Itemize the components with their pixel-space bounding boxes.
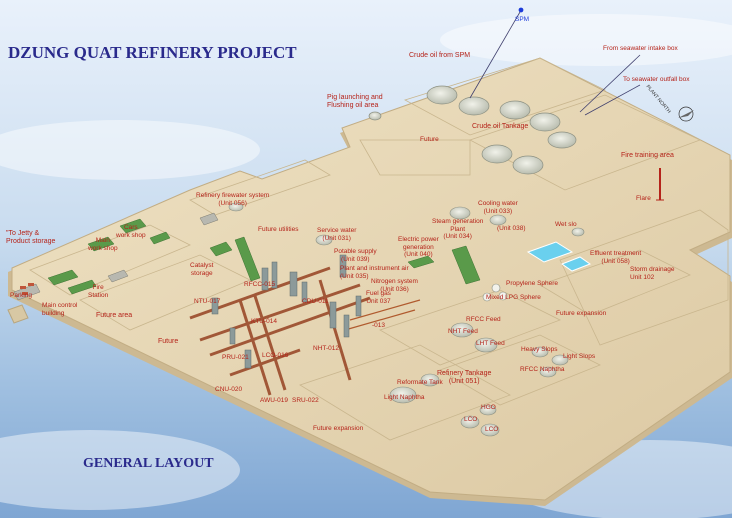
- label-lco-tank-2: LCO: [485, 426, 499, 433]
- spm-buoy: [518, 7, 524, 13]
- label-storm-drainage: Storm drainage Unit 102: [630, 266, 675, 281]
- label-seawater-outfall: To seawater outfall box: [623, 76, 690, 83]
- label-potable-supply: Potable supply (Unit 039): [334, 248, 377, 263]
- lpg-spheres: [482, 283, 508, 302]
- label-reformate-tank: Reformate Tank: [397, 379, 443, 386]
- label-future-area: Future area: [96, 312, 133, 319]
- label-future-south: Future: [158, 338, 179, 345]
- label-crude-tankage: Crude oil Tankage: [472, 123, 529, 130]
- label-wet-slop: Wet slo: [555, 221, 577, 228]
- label-awu-019: AWU-019: [260, 397, 288, 404]
- label-to-jetty: "To Jetty & Product storage: [6, 230, 56, 245]
- label-light-slops: Light Slops: [563, 353, 596, 360]
- label-main-control: Main control building: [42, 302, 78, 317]
- label-service-water: Service water (Unit 031): [317, 227, 357, 242]
- label-sru-022: SRU-022: [292, 397, 319, 404]
- label-refinery-firewater: Refinery firewater system (Unit 056): [196, 192, 270, 207]
- label-future-expansion-east: Future expansion: [556, 310, 607, 317]
- north-arrow-icon: [678, 106, 694, 122]
- label-rfcc-feed: RFCC Feed: [466, 316, 501, 323]
- label-plant-instrument-air: Plant and instrument air (Unit 035): [340, 265, 409, 280]
- label-main-workshop: Main work shop: [88, 237, 118, 252]
- label-rfcc-015: RFCC-015: [244, 281, 276, 288]
- label-electric-power: Electric power generation (Unit 040): [398, 236, 439, 258]
- label-nitrogen-system: Nitrogen system (Unit 036): [371, 278, 418, 293]
- label-nht-012: NHT-012: [313, 345, 340, 352]
- label-cnu-020: CNU-020: [215, 386, 243, 393]
- label-cars-workshop: Cars work shop: [116, 224, 146, 239]
- label-lco-016: LCO-016: [262, 352, 289, 359]
- flare-stack: [656, 168, 664, 201]
- label-fire-training: Fire training area: [621, 152, 674, 159]
- crude-oil-tanks: [368, 85, 577, 175]
- green-buildings: [47, 218, 481, 295]
- label-lco-tank: LCO: [464, 416, 478, 423]
- label-hgo: HGO: [481, 404, 496, 411]
- refinery-tanks: [228, 202, 585, 437]
- label-parking: Parking: [10, 292, 33, 299]
- label-heavy-slops: Heavy Slops: [521, 346, 558, 353]
- offshore-lines: [469, 11, 641, 116]
- label-fire-station: Fire Station: [88, 284, 109, 299]
- label-ktu-014: KTU-014: [251, 318, 278, 325]
- label-ntu-017: NTU-017: [194, 298, 221, 305]
- parking-area: [20, 283, 34, 295]
- process-units: [211, 254, 362, 369]
- label-unit-038: (Unit 038): [497, 225, 526, 232]
- label-nht-feed: NHT Feed: [448, 328, 478, 335]
- label-mixed-lpg-sphere: Mixed LPG Sphere: [486, 294, 541, 301]
- label-fuel-gas: Fuel gas Unit 037: [366, 290, 391, 305]
- label-future-expansion-south: Future expansion: [313, 425, 364, 432]
- layout-subtitle: GENERAL LAYOUT: [83, 456, 214, 471]
- label-future-north: Future: [420, 136, 439, 143]
- label-spm: SPM: [515, 16, 530, 23]
- label-cooling-water: Cooling water (Unit 033): [478, 200, 518, 215]
- label-effluent-treatment: Effluent treatment (Unit 058): [590, 250, 642, 265]
- label-flare: Flare: [636, 195, 651, 202]
- label-future-utilities: Future utilities: [258, 226, 299, 233]
- label-refinery-tankage: Refinery Tankage (Unit 051): [437, 370, 492, 385]
- label-cdu-011: CDU-011: [302, 298, 329, 305]
- jetty-pier: [7, 304, 29, 324]
- label-pru-021: PRU-021: [222, 354, 249, 361]
- label-steam-generation: Steam generation Plant (Unit 034): [432, 218, 484, 240]
- label-seawater-intake: From seawater intake box: [603, 45, 678, 52]
- label-propylene-sphere: Propylene Sphere: [506, 280, 559, 287]
- label-catalyst-storage: Catalyst storage: [190, 262, 214, 277]
- label-unit-013: -013: [372, 322, 386, 329]
- label-pig-launching: Pig launching and Flushing oil area: [327, 94, 383, 109]
- label-rfcc-naphtha: RFCC Naphtha: [520, 366, 565, 373]
- page-title: DZUNG QUAT REFINERY PROJECT: [8, 43, 297, 62]
- effluent-ponds: [526, 241, 592, 272]
- label-lht-feed: LHT Feed: [476, 340, 505, 347]
- label-crude-from-spm: Crude oil from SPM: [409, 52, 471, 59]
- label-light-naphtha: Light Naphtha: [384, 394, 425, 401]
